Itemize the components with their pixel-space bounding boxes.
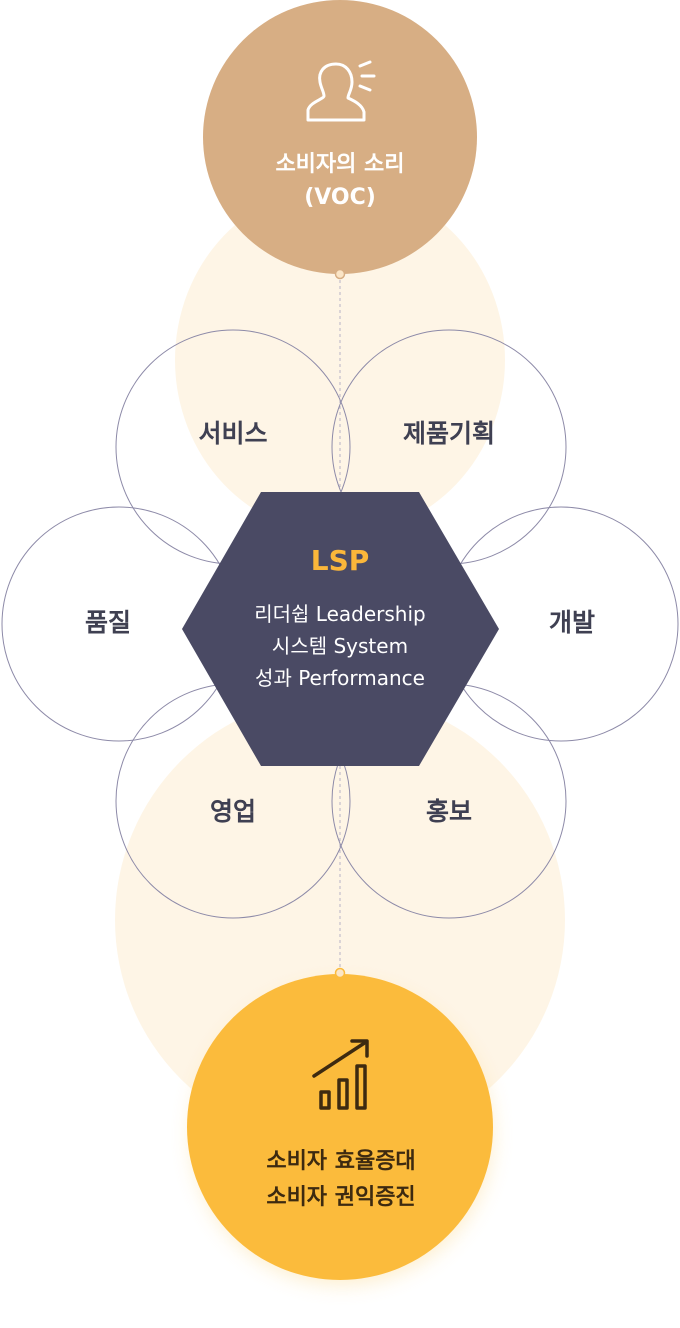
voc-title-line2: (VOC) bbox=[304, 185, 376, 210]
center-lines: 리더쉽 Leadership 시스템 System 성과 Performance bbox=[220, 598, 460, 694]
voc-title: 소비자의 소리 (VOC) bbox=[204, 148, 476, 214]
petal-label-product-planning: 제품기획 bbox=[402, 419, 495, 448]
result-circle bbox=[187, 974, 493, 1280]
petal-label-promotion: 홍보 bbox=[425, 797, 472, 826]
voc-circle bbox=[203, 0, 477, 274]
petal-label-development: 개발 bbox=[548, 608, 595, 637]
center-line-system: 시스템 System bbox=[271, 634, 409, 658]
center-line-leadership: 리더쉽 Leadership bbox=[254, 602, 426, 626]
result-title: 소비자 효율증대 소비자 권익증진 bbox=[188, 1144, 494, 1216]
center-hexagon bbox=[182, 492, 499, 766]
center-title: LSP bbox=[310, 544, 370, 577]
voc-title-line1: 소비자의 소리 bbox=[275, 152, 405, 177]
growth-chart-icon bbox=[312, 1039, 369, 1110]
connector-dot-bottom bbox=[334, 967, 346, 979]
petal-label-service: 서비스 bbox=[198, 419, 268, 448]
result-line2: 소비자 권익증진 bbox=[266, 1185, 416, 1210]
petal-label-sales: 영업 bbox=[209, 797, 256, 826]
petal-label-quality: 품질 bbox=[84, 608, 131, 637]
center-line-performance: 성과 Performance bbox=[255, 666, 425, 690]
result-line1: 소비자 효율증대 bbox=[266, 1149, 416, 1174]
connector-dot-top bbox=[334, 268, 346, 280]
speaking-person-icon bbox=[306, 60, 376, 122]
